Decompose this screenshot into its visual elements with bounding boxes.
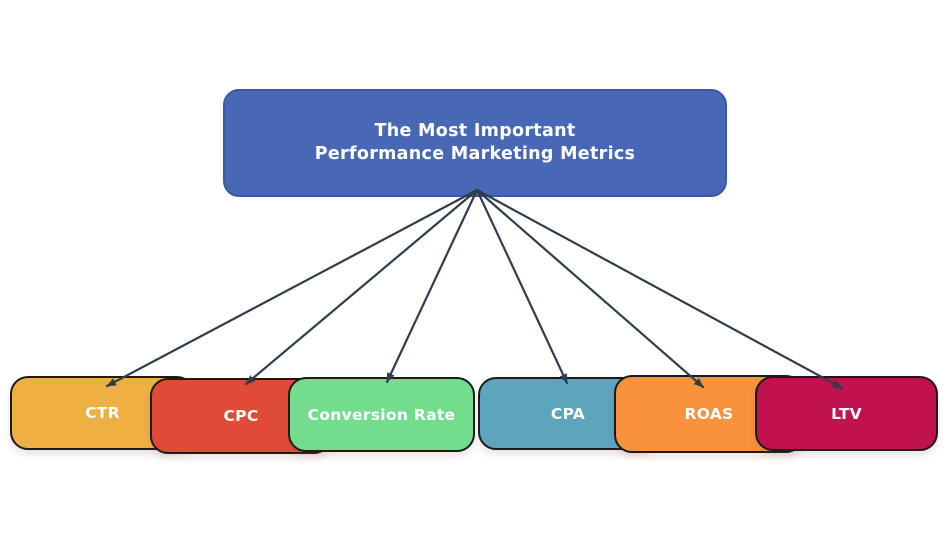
root-node-title-box: The Most Important Performance Marketing…	[223, 89, 727, 197]
root-node-title-line-2: Performance Marketing Metrics	[314, 144, 636, 164]
arrow-root-to-cpa	[475, 188, 569, 385]
metric-node-ltv: LTV	[755, 376, 938, 451]
arrow-root-to-cpc	[244, 188, 479, 386]
arrow-root-to-ctr	[105, 188, 479, 388]
metric-label-conversion-rate: Conversion Rate	[307, 405, 456, 424]
metric-node-conversion-rate: Conversion Rate	[288, 377, 475, 452]
metric-label-ltv: LTV	[831, 404, 862, 423]
arrow-root-to-ltv	[475, 188, 844, 390]
metric-label-cpc: CPC	[223, 407, 259, 425]
metric-label-cpa: CPA	[550, 404, 586, 423]
root-node-title-line-1: The Most Important	[374, 121, 576, 141]
metric-label-roas: ROAS	[684, 405, 734, 423]
arrow-root-to-roas	[475, 188, 705, 389]
arrow-root-to-cr	[385, 188, 479, 384]
metric-label-ctr: CTR	[85, 404, 120, 422]
